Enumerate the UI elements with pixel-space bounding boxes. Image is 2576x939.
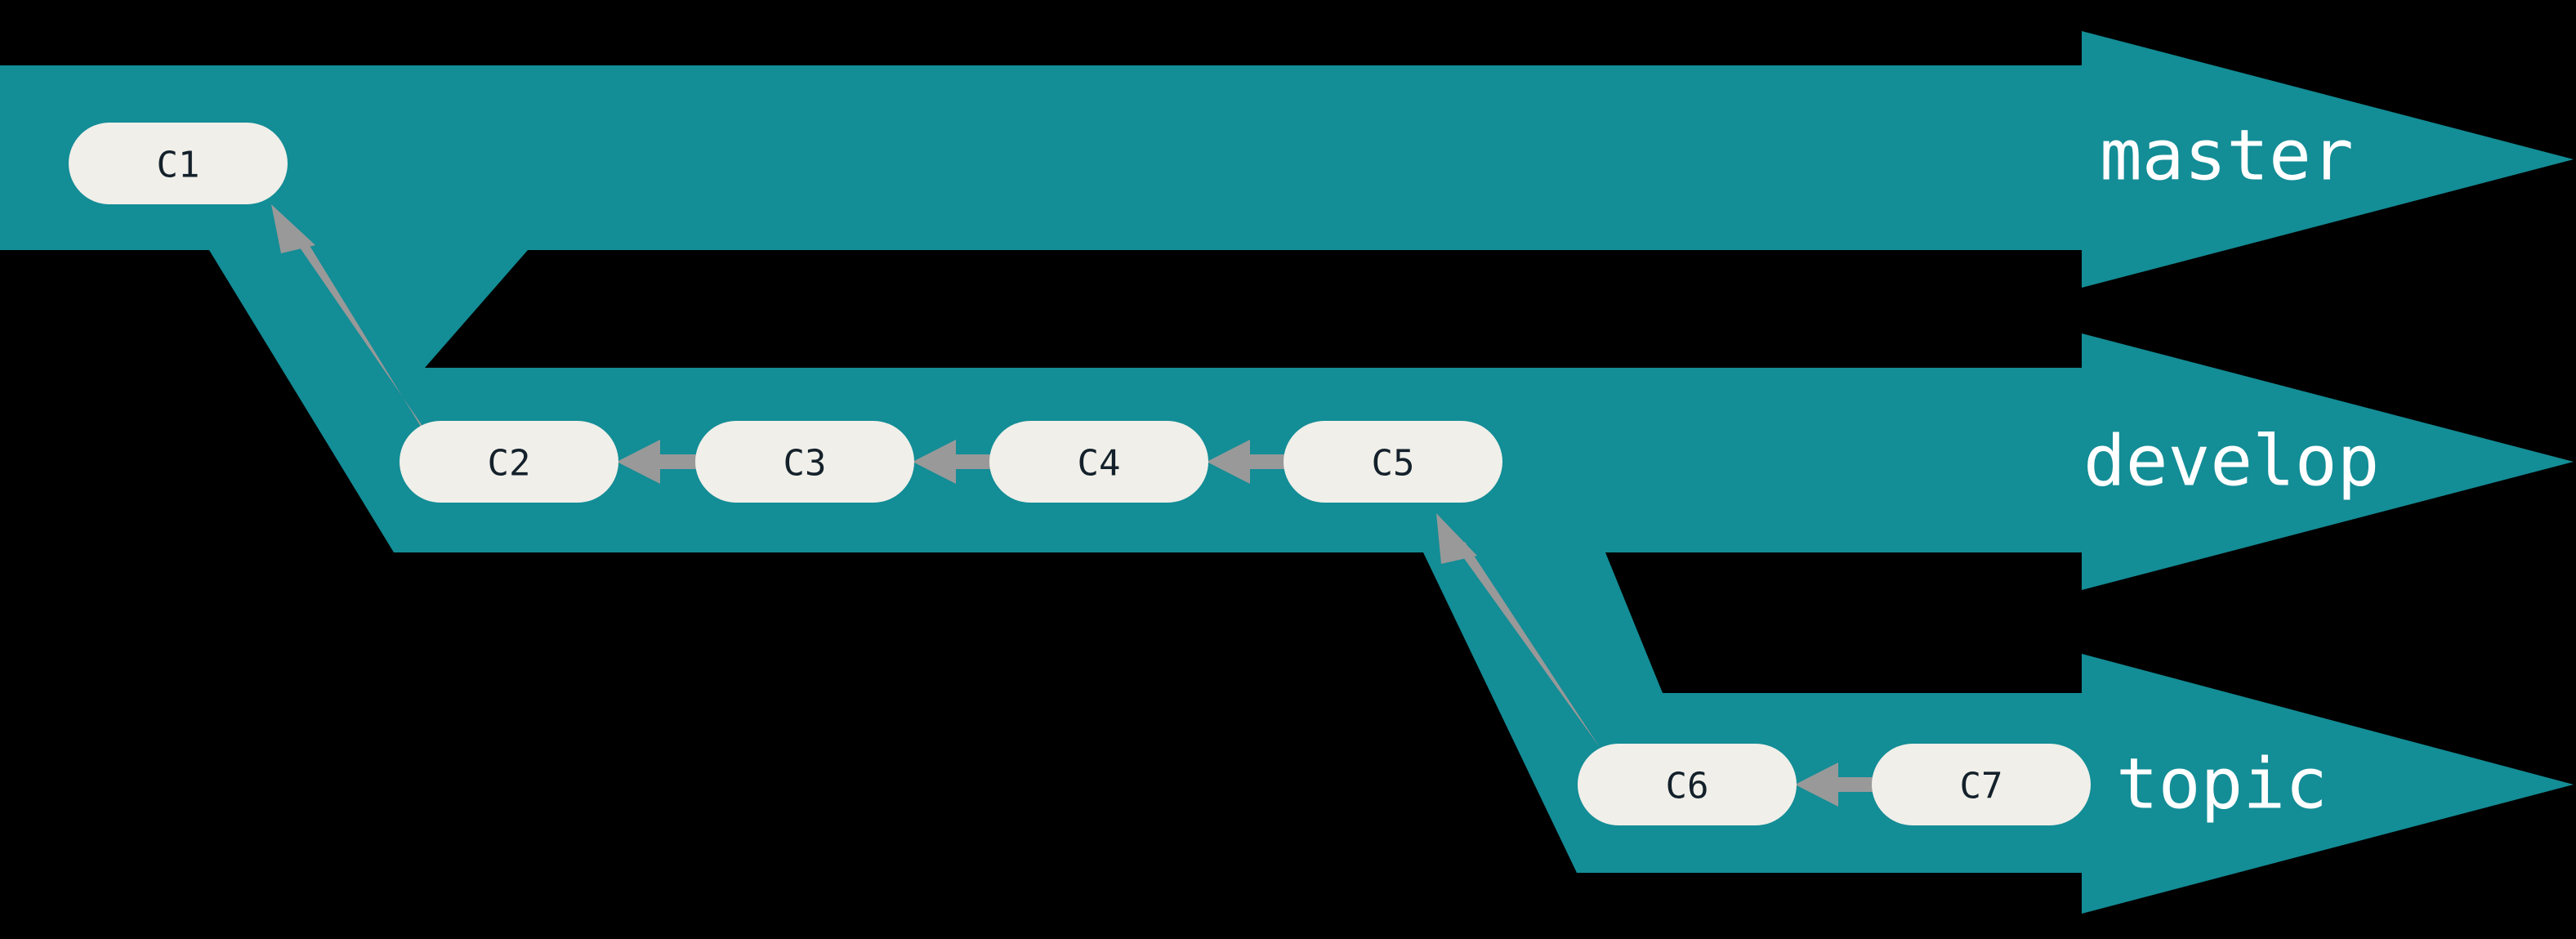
branch-label-topic[interactable]: topic xyxy=(2116,743,2328,825)
branch-label-master[interactable]: master xyxy=(2100,114,2354,196)
commit-node-shape xyxy=(989,421,1208,503)
commit-node-shape xyxy=(1872,744,2091,825)
branch-ribbon-master[interactable] xyxy=(0,31,2574,368)
commit-node-shape xyxy=(1284,421,1502,503)
parent-arrows xyxy=(271,204,1879,807)
arrow-c6-to-c5 xyxy=(1436,513,1605,756)
commit-label: C1 xyxy=(157,145,200,186)
commit-node-c5[interactable]: C5 xyxy=(1284,421,1502,503)
commit-label: C5 xyxy=(1372,443,1415,485)
arrow-c3-to-c2 xyxy=(617,440,703,484)
commit-node-c3[interactable]: C3 xyxy=(695,421,914,503)
commit-node-shape xyxy=(400,421,618,503)
arrow-c4-to-c3 xyxy=(913,440,997,484)
commit-node-c1[interactable]: C1 xyxy=(69,123,288,204)
branch-label-develop[interactable]: develop xyxy=(2083,420,2379,502)
arrow-c7-to-c6 xyxy=(1795,762,1879,807)
commit-node-shape xyxy=(695,421,914,503)
commit-node-c2[interactable]: C2 xyxy=(400,421,618,503)
commit-label: C2 xyxy=(488,443,531,485)
arrow-c2-to-c1 xyxy=(271,204,425,433)
commit-label: C7 xyxy=(1960,766,2003,807)
commit-node-shape xyxy=(69,123,288,204)
commit-node-c4[interactable]: C4 xyxy=(989,421,1208,503)
commit-node-c7[interactable]: C7 xyxy=(1872,744,2091,825)
commit-nodes: C1 C2 C3 C4 C5 C6 xyxy=(69,123,2091,825)
commit-node-c6[interactable]: C6 xyxy=(1578,744,1797,825)
commit-label: C4 xyxy=(1078,443,1121,485)
commit-node-shape xyxy=(1578,744,1797,825)
commit-label: C3 xyxy=(784,443,827,485)
branch-labels: master develop topic xyxy=(2083,114,2379,825)
arrow-c5-to-c4 xyxy=(1207,440,1291,484)
commit-label: C6 xyxy=(1666,766,1709,807)
